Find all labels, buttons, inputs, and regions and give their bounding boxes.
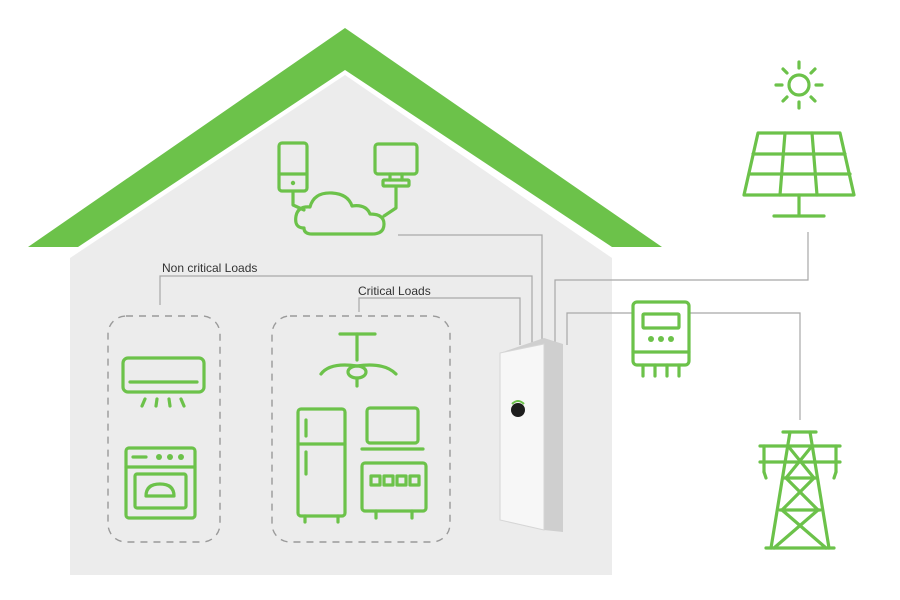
solar-panel-icon — [744, 133, 854, 216]
critical-loads-label: Critical Loads — [358, 284, 431, 298]
electricity-meter-icon — [633, 302, 689, 376]
battery-icon — [500, 338, 563, 532]
transmission-tower-icon — [760, 432, 840, 548]
sun-icon — [776, 62, 822, 108]
non-critical-loads-label: Non critical Loads — [162, 261, 257, 275]
